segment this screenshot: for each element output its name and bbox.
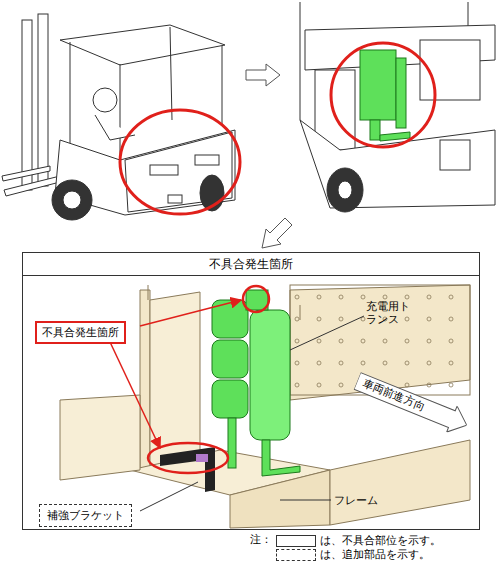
node-text: 補強ブラケット	[40, 505, 131, 526]
leader-line	[140, 482, 198, 511]
defect-callout-box: 不具合発生箇所	[35, 321, 126, 344]
leader-line	[280, 500, 331, 501]
legend-sample	[276, 549, 316, 561]
panel-title: 不具合発生箇所	[23, 253, 479, 276]
transformer	[212, 290, 300, 476]
part-name: 充電用トランス	[366, 300, 418, 326]
direction-arrow: 車両前進方向	[352, 368, 472, 438]
step-arrow	[262, 218, 292, 248]
forklift-rear-drawing	[300, 2, 495, 212]
note-label: 注：	[250, 533, 272, 546]
forklift-drawing	[2, 14, 235, 220]
node-text: 不具合発生箇所	[37, 323, 124, 342]
leader-line	[140, 300, 241, 326]
highlight-circle	[331, 43, 435, 147]
transformer-small	[360, 50, 410, 141]
legend-sample	[276, 535, 316, 547]
leader-line	[110, 342, 160, 448]
reinforcement-bracket	[160, 447, 215, 492]
highlight-circle	[120, 110, 240, 214]
added-part-box: 補強ブラケット	[39, 504, 132, 527]
panel-box: 不具合発生箇所不具合発生箇所補強ブラケット車両前進方向	[22, 252, 480, 530]
legend-text: は、不具合部位を示す。	[320, 534, 441, 547]
leader-line	[290, 316, 364, 350]
defect-circle	[243, 286, 269, 312]
step-arrow	[246, 64, 280, 86]
legend-text: は、追加部品を示す。	[320, 548, 430, 561]
part-name: フレーム	[334, 494, 378, 507]
